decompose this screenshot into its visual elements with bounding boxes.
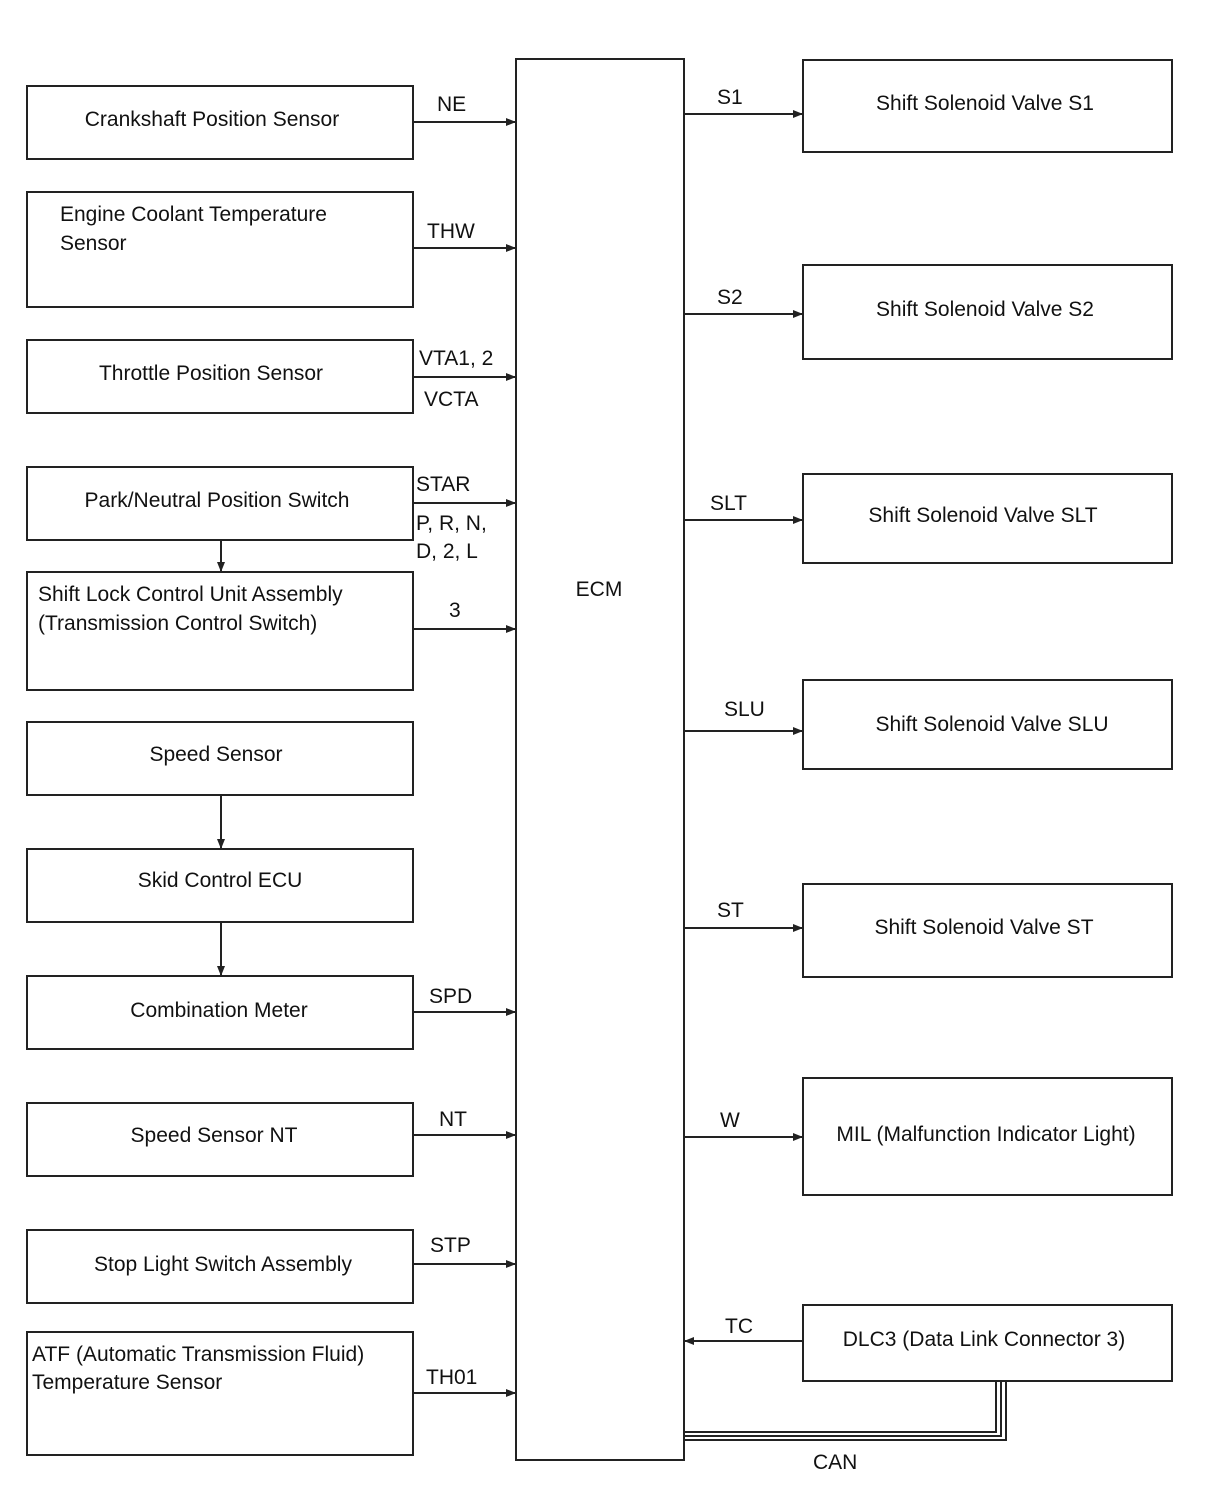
atf-temperature-sensor-label-line1: ATF (Automatic Transmission Fluid) bbox=[32, 1343, 364, 1366]
shift-lock-control-unit-assembly-label-line2: (Transmission Control Switch) bbox=[38, 612, 317, 635]
dlc3-label: DLC3 (Data Link Connector 3) bbox=[843, 1328, 1125, 1351]
output-signal-lines bbox=[684, 110, 803, 1345]
tc-signal-label: TC bbox=[725, 1315, 753, 1338]
input-signal-lines bbox=[413, 118, 516, 1397]
shift-solenoid-valve-st-box[interactable] bbox=[802, 883, 1173, 978]
shift-solenoid-valve-slu-label: Shift Solenoid Valve SLU bbox=[875, 713, 1108, 736]
speed-sensor-label: Speed Sensor bbox=[149, 743, 282, 766]
ecm-label: ECM bbox=[576, 578, 623, 601]
can-bus-label: CAN bbox=[813, 1451, 857, 1474]
output-blocks bbox=[802, 59, 1173, 1382]
shift-solenoid-valve-s2-label: Shift Solenoid Valve S2 bbox=[876, 298, 1094, 321]
ecm-block[interactable]: ECM bbox=[515, 58, 685, 1461]
throttle-position-sensor-label: Throttle Position Sensor bbox=[99, 362, 323, 385]
st-signal-label: ST bbox=[717, 899, 744, 922]
nt-signal-label: NT bbox=[439, 1108, 467, 1131]
speed-sensor-nt-label: Speed Sensor NT bbox=[131, 1124, 298, 1147]
stop-light-switch-assembly-box[interactable] bbox=[26, 1229, 414, 1304]
star-signal-label: STAR bbox=[416, 473, 470, 496]
shift-solenoid-valve-s2-box[interactable] bbox=[802, 264, 1173, 360]
stop-light-switch-assembly-label: Stop Light Switch Assembly bbox=[94, 1253, 352, 1276]
spd-signal-label: SPD bbox=[429, 985, 472, 1008]
mil-box[interactable] bbox=[802, 1077, 1173, 1196]
dlc3-box[interactable] bbox=[802, 1304, 1173, 1382]
speed-sensor-nt-box[interactable] bbox=[26, 1102, 414, 1177]
th01-signal-label: TH01 bbox=[426, 1366, 477, 1389]
thw-signal-label: THW bbox=[427, 220, 475, 243]
shift-solenoid-valve-st-label: Shift Solenoid Valve ST bbox=[874, 916, 1093, 939]
can-bus-line-middle bbox=[684, 1381, 1002, 1437]
output-labels: Shift Solenoid Valve S1 Shift Solenoid V… bbox=[836, 92, 1135, 1351]
input-labels: Crankshaft Position Sensor Engine Coolan… bbox=[32, 108, 364, 1394]
input-signal-labels: NE THW VTA1, 2 VCTA STAR P, R, N, D, 2, … bbox=[416, 93, 493, 1389]
stp-signal-label: STP bbox=[430, 1234, 471, 1257]
ne-signal-label: NE bbox=[437, 93, 466, 116]
input-blocks bbox=[26, 85, 414, 1456]
shift-solenoid-valve-slt-box[interactable] bbox=[802, 473, 1173, 564]
shift-lock-control-unit-assembly-label-line1: Shift Lock Control Unit Assembly bbox=[38, 583, 343, 606]
throttle-position-sensor-box[interactable] bbox=[26, 339, 414, 414]
shift-lock-control-unit-assembly-box[interactable] bbox=[26, 571, 414, 691]
shift-solenoid-valve-slu-box[interactable] bbox=[802, 679, 1173, 770]
vcta-signal-label: VCTA bbox=[424, 388, 478, 411]
shift-solenoid-valve-s1-label: Shift Solenoid Valve S1 bbox=[876, 92, 1094, 115]
s2-signal-label: S2 bbox=[717, 286, 743, 309]
engine-coolant-temperature-sensor-box[interactable] bbox=[26, 191, 414, 308]
park-neutral-position-switch-label: Park/Neutral Position Switch bbox=[85, 489, 350, 512]
atf-temperature-sensor-label-line2: Temperature Sensor bbox=[32, 1371, 222, 1394]
switch-3-signal-label: 3 bbox=[449, 599, 461, 622]
shift-solenoid-valve-slt-label: Shift Solenoid Valve SLT bbox=[868, 504, 1097, 527]
can-bus-line-outer bbox=[684, 1381, 997, 1433]
d2l-signal-label: D, 2, L bbox=[416, 540, 478, 563]
s1-signal-label: S1 bbox=[717, 86, 743, 109]
can-bus-line-inner bbox=[684, 1381, 1007, 1441]
speed-sensor-box[interactable] bbox=[26, 721, 414, 796]
combination-meter-label: Combination Meter bbox=[130, 999, 307, 1022]
mil-label: MIL (Malfunction Indicator Light) bbox=[836, 1123, 1135, 1146]
w-signal-label: W bbox=[720, 1109, 740, 1132]
can-bus: CAN bbox=[684, 1381, 1007, 1474]
prn-signal-label: P, R, N, bbox=[416, 512, 487, 535]
shift-solenoid-valve-s1-box[interactable] bbox=[802, 59, 1173, 153]
crankshaft-position-sensor-label: Crankshaft Position Sensor bbox=[85, 108, 339, 131]
slu-signal-label: SLU bbox=[724, 698, 765, 721]
engine-coolant-temperature-sensor-label-line2: Sensor bbox=[60, 232, 127, 255]
combination-meter-box[interactable] bbox=[26, 975, 414, 1050]
slt-signal-label: SLT bbox=[710, 492, 747, 515]
skid-control-ecu-label: Skid Control ECU bbox=[138, 869, 303, 892]
engine-coolant-temperature-sensor-label-line1: Engine Coolant Temperature bbox=[60, 203, 327, 226]
vta-signal-label: VTA1, 2 bbox=[419, 347, 493, 370]
output-signal-labels: S1 S2 SLT SLU ST W TC bbox=[710, 86, 765, 1338]
crankshaft-position-sensor-box[interactable] bbox=[26, 85, 414, 160]
